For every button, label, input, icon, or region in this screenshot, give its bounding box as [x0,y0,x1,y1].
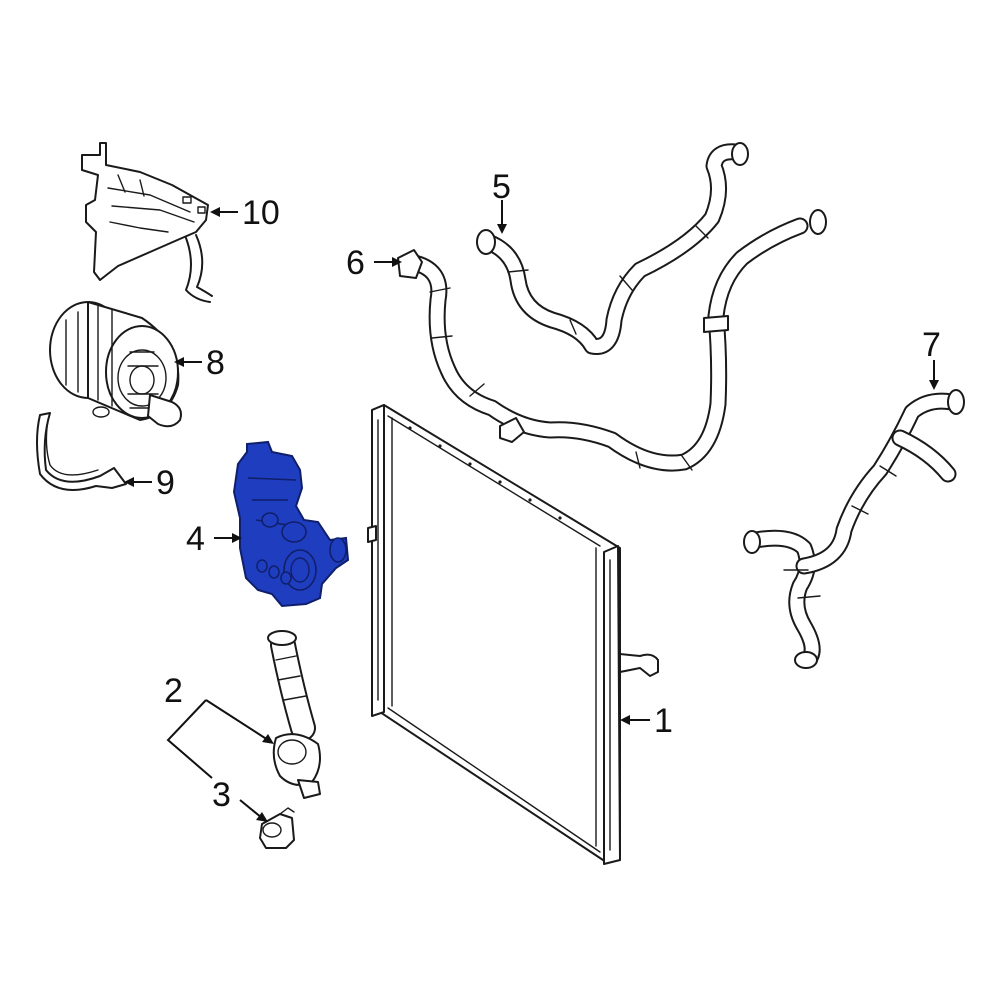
callout-9[interactable]: 9 [156,464,175,502]
part-10-bracket[interactable] [81,142,213,303]
callout-4[interactable]: 4 [186,520,205,558]
callout-10[interactable]: 10 [242,194,280,232]
callout-8[interactable]: 8 [206,344,225,382]
part-5-hose[interactable] [476,142,749,355]
part-2-hose[interactable] [267,630,321,799]
part-7-hose[interactable] [743,389,965,669]
part-4-valve[interactable] [232,440,350,608]
part-6-hose[interactable] [397,209,827,472]
part-1-radiator[interactable] [367,404,659,865]
callout-6[interactable]: 6 [346,244,365,282]
part-8-pump[interactable] [49,301,182,428]
part-3-fitting[interactable] [259,807,295,849]
callout-1[interactable]: 1 [654,702,673,740]
callout-arrows [124,200,939,822]
callout-7[interactable]: 7 [922,326,941,364]
callout-5[interactable]: 5 [492,168,511,206]
part-9-strap[interactable] [36,412,127,491]
callout-2[interactable]: 2 [164,672,183,710]
callout-3[interactable]: 3 [212,776,231,814]
radiator-top-dots [408,426,562,520]
